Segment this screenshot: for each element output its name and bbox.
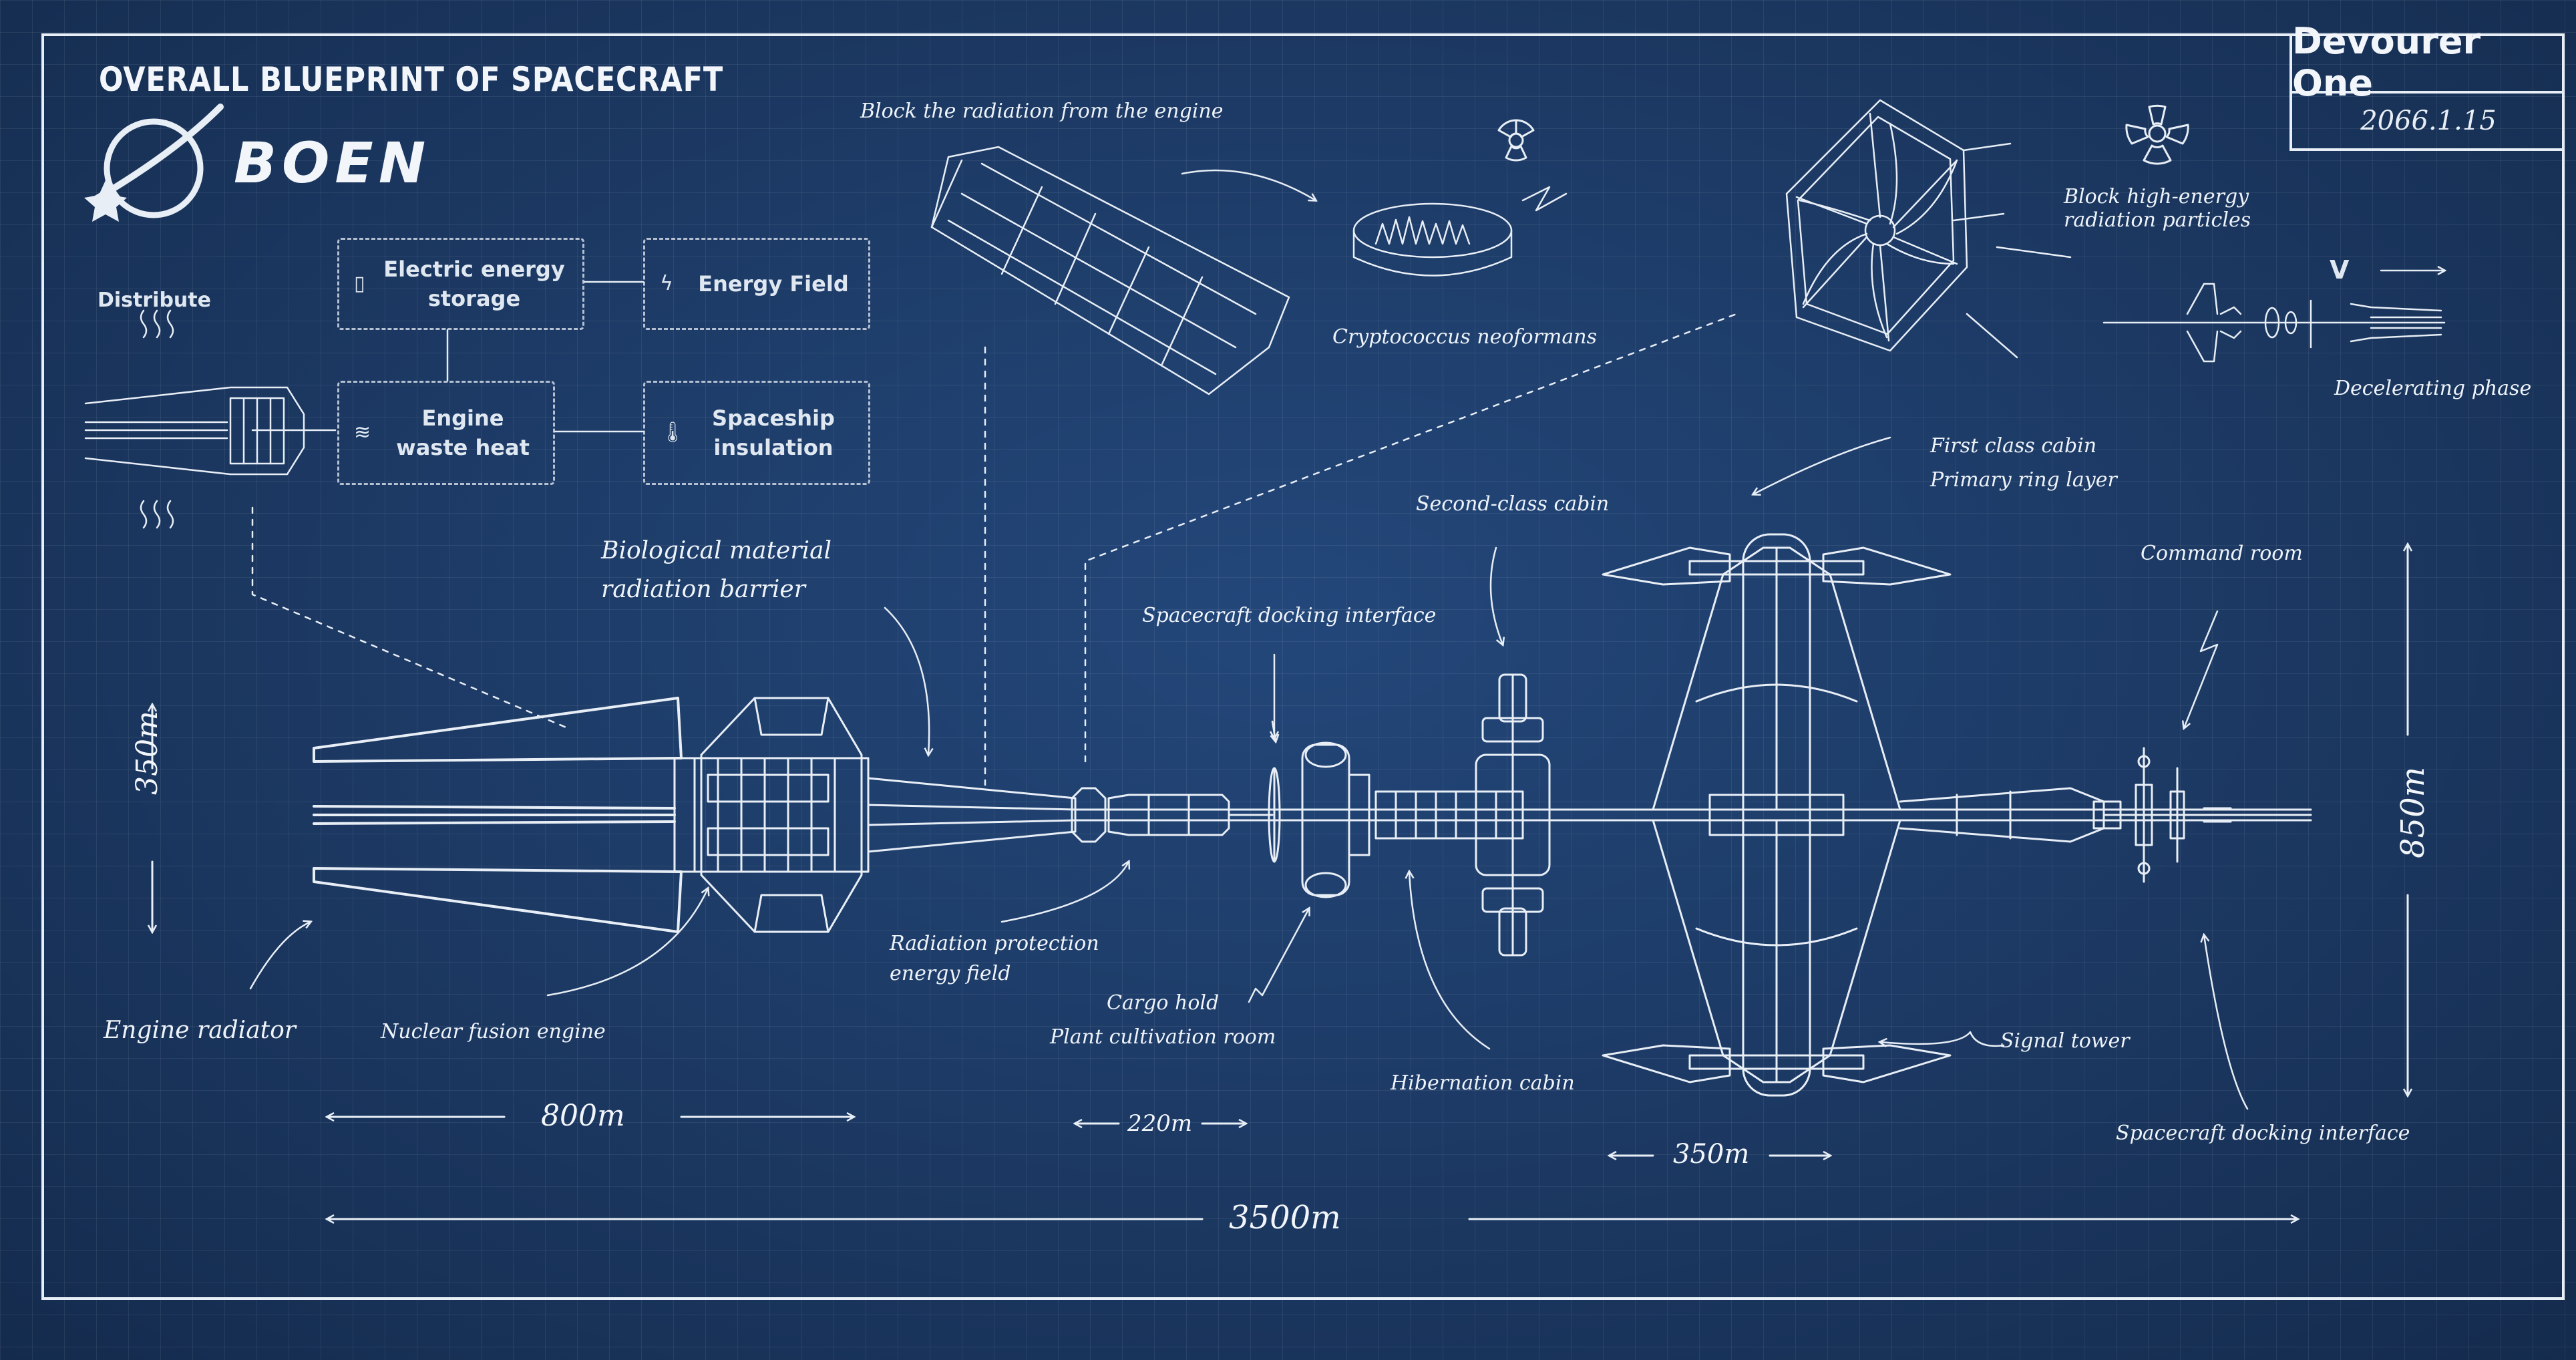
electric-storage-box: ▯ Electric energy storage xyxy=(337,238,584,330)
energy-field-box: ϟ Energy Field xyxy=(643,238,870,330)
label-arrows xyxy=(249,436,2249,1110)
command-module xyxy=(2092,747,2312,883)
dim-total-length: 3500m xyxy=(1229,1199,1341,1236)
label-cryptococcus: Cryptococcus neoformans xyxy=(1332,325,1597,349)
blueprint-frame xyxy=(41,33,2565,1300)
label-command-room: Command room xyxy=(2141,542,2303,565)
dim-docking-length: 220m xyxy=(1127,1110,1193,1137)
label-radiation-field: Radiation protection energy field xyxy=(890,932,1099,985)
engine-heat-label: Engine waste heat xyxy=(396,405,530,460)
insulation-label: Spaceship insulation xyxy=(712,405,835,460)
main-spine xyxy=(867,777,2312,853)
radiation-icon-2 xyxy=(2125,104,2189,165)
docking-ring xyxy=(1268,767,1281,863)
hibernation-module xyxy=(1475,673,1551,957)
dim-height-right: 850m xyxy=(2394,766,2432,858)
engine-sketch xyxy=(84,386,305,476)
label-biological-barrier: Biological material radiation barrier xyxy=(601,537,832,603)
insulation-box: 🌡 Spaceship insulation xyxy=(643,381,870,485)
label-velocity: V xyxy=(2330,255,2350,285)
radiation-field-module xyxy=(1071,787,1274,843)
cargo-hold-module xyxy=(1301,741,1524,898)
label-decelerating-phase: Decelerating phase xyxy=(2334,377,2532,400)
battery-icon: ▯ xyxy=(354,272,365,295)
radiation-icon xyxy=(1497,119,1535,162)
label-cargo-hold: Cargo hold Plant cultivation room xyxy=(1050,991,1276,1049)
energy-field-label: Energy Field xyxy=(698,271,849,297)
label-first-class-cabin: First class cabin Primary ring layer xyxy=(1930,434,2117,492)
label-fusion-engine: Nuclear fusion engine xyxy=(381,1020,606,1043)
label-block-engine-radiation: Block the radiation from the engine xyxy=(860,100,1224,123)
electric-storage-label: Electric energy storage xyxy=(383,257,565,311)
dim-height-left: 350m xyxy=(130,711,164,795)
label-block-high-energy: Block high-energy radiation particles xyxy=(2064,185,2251,232)
decelerating-sketch xyxy=(2102,271,2444,363)
leader-lines xyxy=(251,313,1738,786)
petri-dish xyxy=(1352,186,1568,277)
distribute-label: Distribute xyxy=(98,289,211,312)
radiation-shield-module xyxy=(930,146,1316,395)
lightning-icon: ϟ xyxy=(660,272,673,295)
blueprint-date: 2066.1.15 xyxy=(2360,106,2497,136)
dim-engine-length: 800m xyxy=(541,1099,625,1133)
label-docking-interface-bottom: Spacecraft docking interface xyxy=(2116,1122,2410,1145)
label-hibernation-cabin: Hibernation cabin xyxy=(1391,1071,1575,1095)
main-spacecraft xyxy=(313,533,2312,1097)
page-title: OVERALL BLUEPRINT OF SPACECRAFT xyxy=(99,60,724,99)
heat-waves-icon: ≋ xyxy=(354,421,371,444)
hexagon-shield xyxy=(1785,99,2072,359)
label-signal-tower: Signal tower xyxy=(2000,1029,2130,1053)
logo-orbit-icon xyxy=(84,104,224,222)
engine-radiator-fins xyxy=(313,697,683,933)
primary-ring-module xyxy=(1602,533,2105,1097)
label-engine-radiator: Engine radiator xyxy=(104,1017,296,1044)
engine-heat-box: ≋ Engine waste heat xyxy=(337,381,555,485)
label-second-class-cabin: Second-class cabin xyxy=(1416,492,1610,516)
brand-name: BOEN xyxy=(234,130,431,196)
energy-diagram-connectors xyxy=(140,281,645,529)
label-docking-interface-top: Spacecraft docking interface xyxy=(1142,604,1437,627)
dim-ring-width: 350m xyxy=(1673,1139,1750,1170)
dimension-lines xyxy=(152,544,2408,1219)
thermometer-icon: 🌡 xyxy=(660,421,686,444)
fusion-engine-block xyxy=(673,697,870,933)
